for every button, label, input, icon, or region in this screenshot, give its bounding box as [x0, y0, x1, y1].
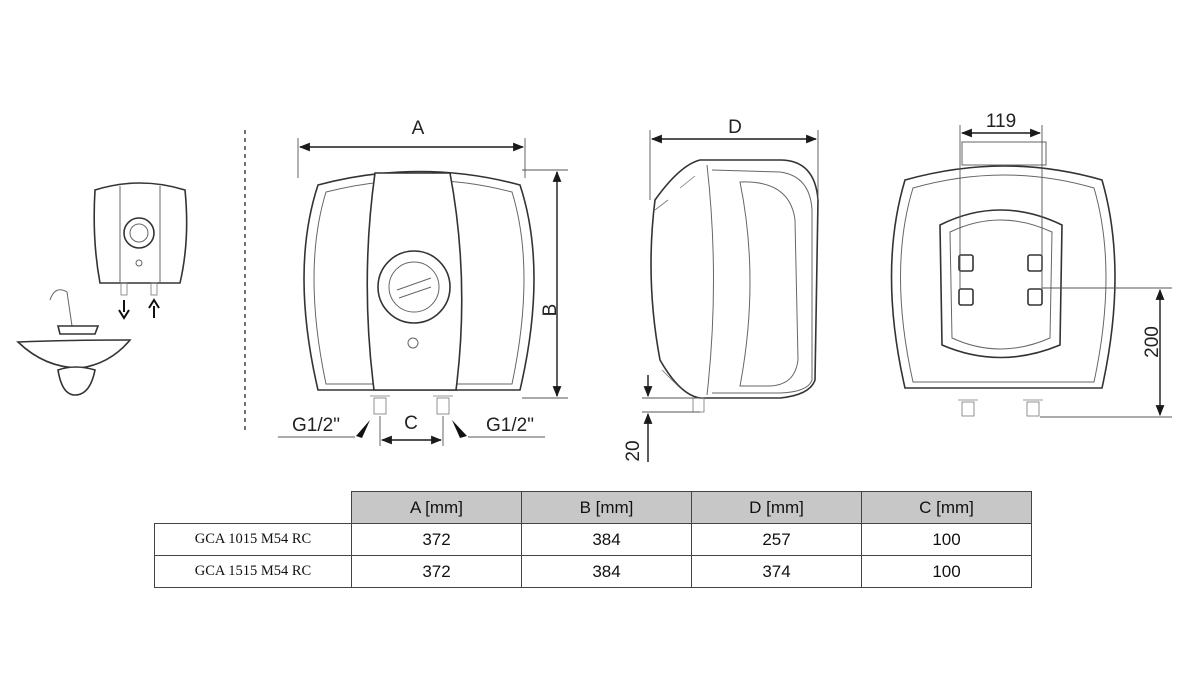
- dim-a-label: A: [412, 118, 425, 139]
- dim-b-label: B: [540, 304, 561, 317]
- model-name: GCA 1015 M54 RC: [154, 523, 352, 556]
- table-row: GCA 1515 M54 RC 372 384 374 100: [154, 555, 1032, 588]
- dimension-table: A [mm] B [mm] D [mm] C [mm] GCA 1015 M54…: [154, 491, 1032, 588]
- dim-200-label: 200: [1142, 326, 1163, 358]
- table-cell: 384: [521, 523, 692, 556]
- table-cell: 372: [351, 555, 522, 588]
- front-view: [303, 170, 535, 415]
- table-row: GCA 1015 M54 RC 372 384 257 100: [154, 523, 1032, 556]
- model-name: GCA 1515 M54 RC: [154, 555, 352, 588]
- table-cell: 374: [691, 555, 862, 588]
- table-cell: 372: [351, 523, 522, 556]
- table-cell: 100: [861, 555, 1032, 588]
- side-view: [650, 159, 819, 413]
- dim-c-label: C: [404, 413, 418, 434]
- table-cell: 100: [861, 523, 1032, 556]
- table-cell: 257: [691, 523, 862, 556]
- thread-left-label: G1/2": [292, 415, 340, 436]
- thread-right-label: G1/2": [486, 415, 534, 436]
- header-c: C [mm]: [861, 491, 1032, 524]
- back-view: [890, 141, 1116, 417]
- dim-20-label: 20: [623, 440, 644, 461]
- installation-sketch: [16, 182, 188, 396]
- header-a: A [mm]: [351, 491, 522, 524]
- table-corner: [155, 492, 352, 524]
- dim-119-label: 119: [986, 111, 1016, 132]
- header-b: B [mm]: [521, 491, 692, 524]
- header-d: D [mm]: [691, 491, 862, 524]
- dim-d-label: D: [728, 117, 742, 138]
- table-header-row: A [mm] B [mm] D [mm] C [mm]: [155, 491, 1032, 524]
- table-cell: 384: [521, 555, 692, 588]
